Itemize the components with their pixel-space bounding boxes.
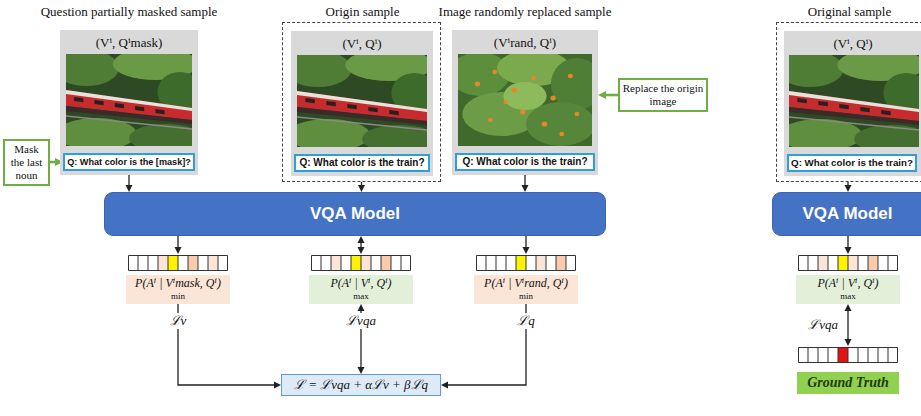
arrow-connector bbox=[441, 304, 526, 389]
question-box: Q: What color is the train? bbox=[455, 153, 595, 171]
question-text: Q: What color is the train? bbox=[462, 156, 587, 168]
train-photo bbox=[789, 55, 919, 147]
formula-patch: P(Aⁱ | Vⁱ, Qⁱ)max bbox=[309, 275, 413, 304]
sample-title: Original sample bbox=[808, 4, 891, 20]
probability-bar bbox=[476, 255, 576, 271]
probability-formula: P(Aⁱ | Vⁱ, Qⁱ) bbox=[802, 276, 894, 291]
arrow-head bbox=[358, 367, 365, 374]
sample-title: Question partially masked sample bbox=[41, 4, 218, 20]
sample-panel: (Vⁱ, Qⁱ) Q: What color is the train? bbox=[291, 31, 433, 176]
probability-subscript: min bbox=[132, 291, 224, 302]
arrow-head bbox=[845, 247, 852, 254]
formula-patch: P(Aⁱ | Vⁱmask, Qⁱ)min bbox=[126, 275, 230, 304]
probability-bar bbox=[311, 255, 411, 271]
loss-label: ℒq bbox=[515, 313, 537, 329]
model-box: VQA Model bbox=[104, 192, 606, 236]
question-text: Q: What color is the train? bbox=[791, 157, 913, 169]
dashed-group: Original sample(Vⁱ, Qⁱ) Q: What color is… bbox=[776, 22, 921, 182]
arrow-connector bbox=[845, 182, 852, 192]
arrow-connector bbox=[598, 91, 618, 99]
sample-panel: (Vⁱ, Qⁱ) Q: What color is the train? bbox=[784, 31, 921, 176]
ground-truth-tag: Ground Truth bbox=[797, 372, 899, 394]
sample-title: Image randomly replaced sample bbox=[439, 4, 612, 20]
probability-subscript: max bbox=[802, 291, 894, 302]
loss-label: ℒv bbox=[168, 313, 189, 329]
question-box: Q: What color is the train? bbox=[294, 154, 430, 172]
arrow-connector bbox=[522, 175, 529, 192]
probability-subscript: max bbox=[315, 291, 407, 302]
callout-box: Replace the origin image bbox=[618, 78, 708, 112]
probability-formula: P(Aⁱ | Vⁱmask, Qⁱ) bbox=[132, 276, 224, 291]
train-photo bbox=[66, 54, 192, 146]
arrow-connector bbox=[845, 236, 852, 254]
formula-patch: P(Aⁱ | Vⁱ, Qⁱ)max bbox=[796, 275, 900, 304]
loss-formula: ℒ = ℒvqa + αℒv + βℒq bbox=[294, 377, 428, 393]
callout-text: Mask the last noun bbox=[7, 143, 46, 182]
ground-truth: Ground Truth bbox=[793, 346, 903, 396]
arrow-head bbox=[358, 236, 365, 243]
arrow-connector bbox=[126, 175, 133, 192]
probability-bar bbox=[798, 255, 898, 271]
probability-formula: P(Aⁱ | Vⁱrand, Qⁱ) bbox=[480, 276, 572, 291]
arrow-head bbox=[126, 185, 133, 192]
loss-label: ℒvqa bbox=[344, 313, 378, 329]
arrow-head bbox=[845, 339, 852, 346]
probability-output: P(Aⁱ | Vⁱ, Qⁱ)max bbox=[788, 254, 908, 304]
connector-line bbox=[847, 309, 848, 341]
arrow-head bbox=[522, 185, 529, 192]
sample-panel: Image randomly replaced sample(Vⁱrand, Q… bbox=[452, 30, 598, 175]
arrow-head bbox=[358, 247, 365, 254]
arrow-connector bbox=[358, 182, 365, 192]
sample-title: Origin sample bbox=[325, 4, 399, 20]
arrow-head bbox=[598, 91, 606, 99]
loss-label: ℒvqa bbox=[806, 317, 840, 333]
arrow-connector bbox=[845, 304, 852, 346]
model-label: VQA Model bbox=[773, 204, 921, 224]
sample-pair: (Vⁱrand, Qⁱ) bbox=[452, 35, 598, 51]
probability-subscript: min bbox=[480, 291, 572, 302]
model-box: VQA Model bbox=[772, 192, 921, 236]
ground-truth-bar bbox=[798, 347, 898, 363]
arrow-head bbox=[845, 304, 852, 311]
callout-box: Mask the last noun bbox=[3, 139, 50, 186]
question-box: Q: What color is the [mask]? bbox=[63, 153, 195, 171]
arrow-connector bbox=[523, 236, 530, 254]
arrow-head bbox=[175, 247, 182, 254]
arrow-head bbox=[274, 382, 281, 389]
arrow-connector bbox=[175, 236, 182, 254]
arrow-connector bbox=[178, 304, 281, 389]
sample-pair: (Vⁱ, Qⁱ) bbox=[291, 36, 433, 52]
probability-formula: P(Aⁱ | Vⁱ, Qⁱ) bbox=[315, 276, 407, 291]
arrow-head bbox=[441, 382, 448, 389]
probability-output: P(Aⁱ | Vⁱrand, Qⁱ)min bbox=[466, 254, 586, 304]
formula-patch: P(Aⁱ | Vⁱrand, Qⁱ)min bbox=[474, 275, 578, 304]
dashed-group: Origin sample(Vⁱ, Qⁱ) Q: What color is t… bbox=[282, 22, 441, 182]
question-box: Q: What color is the train? bbox=[787, 154, 917, 172]
probability-output: P(Aⁱ | Vⁱ, Qⁱ)max bbox=[301, 254, 421, 304]
callout-text: Replace the origin image bbox=[622, 82, 704, 108]
question-text: Q: What color is the train? bbox=[299, 157, 424, 169]
arrow-head bbox=[358, 304, 365, 311]
arrow-head bbox=[845, 185, 852, 192]
sample-pair: (Vⁱ, Qⁱ) bbox=[784, 36, 921, 52]
arrow-connector bbox=[358, 236, 365, 254]
foliage-photo bbox=[458, 54, 592, 146]
model-label: VQA Model bbox=[310, 204, 400, 224]
arrow-head bbox=[358, 185, 365, 192]
connector-line bbox=[446, 304, 526, 385]
connector-line bbox=[178, 304, 276, 385]
question-text: Q: What color is the [mask]? bbox=[67, 156, 191, 168]
probability-output: P(Aⁱ | Vⁱmask, Qⁱ)min bbox=[118, 254, 238, 304]
sample-panel: Question partially masked sample(Vⁱ, Qⁱm… bbox=[60, 30, 198, 175]
loss-box: ℒ = ℒvqa + αℒv + βℒq bbox=[281, 374, 441, 396]
probability-bar bbox=[128, 255, 228, 271]
sample-pair: (Vⁱ, Qⁱmask) bbox=[60, 35, 198, 51]
arrow-head bbox=[523, 247, 530, 254]
train-photo bbox=[297, 55, 427, 147]
